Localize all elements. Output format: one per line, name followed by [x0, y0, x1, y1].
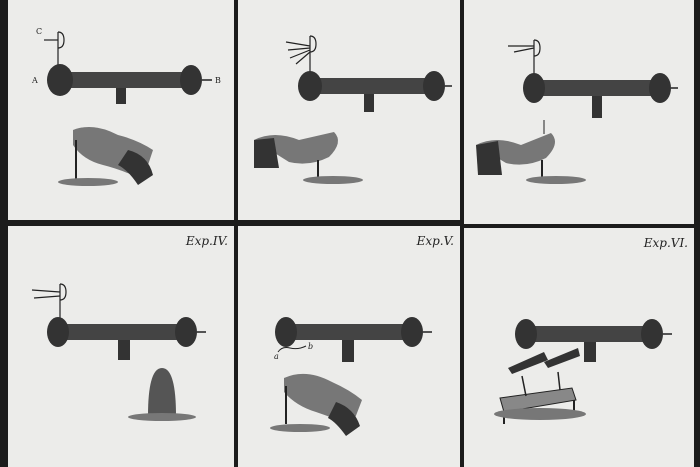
- panel-experiment-3: [464, 0, 694, 224]
- experiment-2-illustration: [254, 35, 452, 184]
- hand-holding-thread: [254, 132, 363, 184]
- conductor-tube: [523, 73, 678, 118]
- panel-experiment-1: C A B: [8, 0, 234, 220]
- conductor-tube: [515, 319, 672, 362]
- hook-icon: [31, 283, 67, 322]
- conductor-tube: [275, 317, 432, 362]
- hook-icon: [285, 35, 317, 72]
- label-b: b: [308, 342, 314, 351]
- experiment-label: Exp.IV.: [185, 234, 228, 248]
- label-a: A: [32, 76, 38, 85]
- label-c: C: [36, 27, 43, 36]
- experiment-6-illustration: [494, 319, 672, 424]
- bell-jar-object: [128, 368, 196, 421]
- panel-experiment-4: Exp.IV.: [8, 226, 234, 467]
- conductor-tube: [298, 71, 452, 112]
- panel-experiment-6: Exp.VI.: [464, 228, 694, 467]
- experiment-label: Exp.VI.: [643, 236, 688, 250]
- hook-icon: [508, 39, 541, 74]
- hand-holding-thread: [270, 373, 362, 436]
- experiment-1-illustration: [44, 31, 212, 186]
- experiment-5-illustration: [270, 317, 432, 436]
- hand-holding-thread: [58, 126, 153, 186]
- hand-holding-thread: [476, 120, 586, 184]
- panel-experiment-2: [238, 0, 460, 220]
- experiment-4-illustration: [31, 283, 206, 421]
- label-b: B: [215, 76, 221, 85]
- wire-icon: [277, 345, 307, 353]
- stand-with-rods: [494, 348, 586, 424]
- experiment-3-illustration: [476, 39, 678, 184]
- conductor-tube: [47, 317, 206, 360]
- panel-experiment-5: a b Exp.V.: [238, 226, 460, 467]
- experiment-label: Exp.V.: [416, 234, 454, 248]
- conductor-tube: [47, 64, 212, 104]
- label-a: a: [274, 352, 279, 361]
- hook-icon: [44, 31, 65, 70]
